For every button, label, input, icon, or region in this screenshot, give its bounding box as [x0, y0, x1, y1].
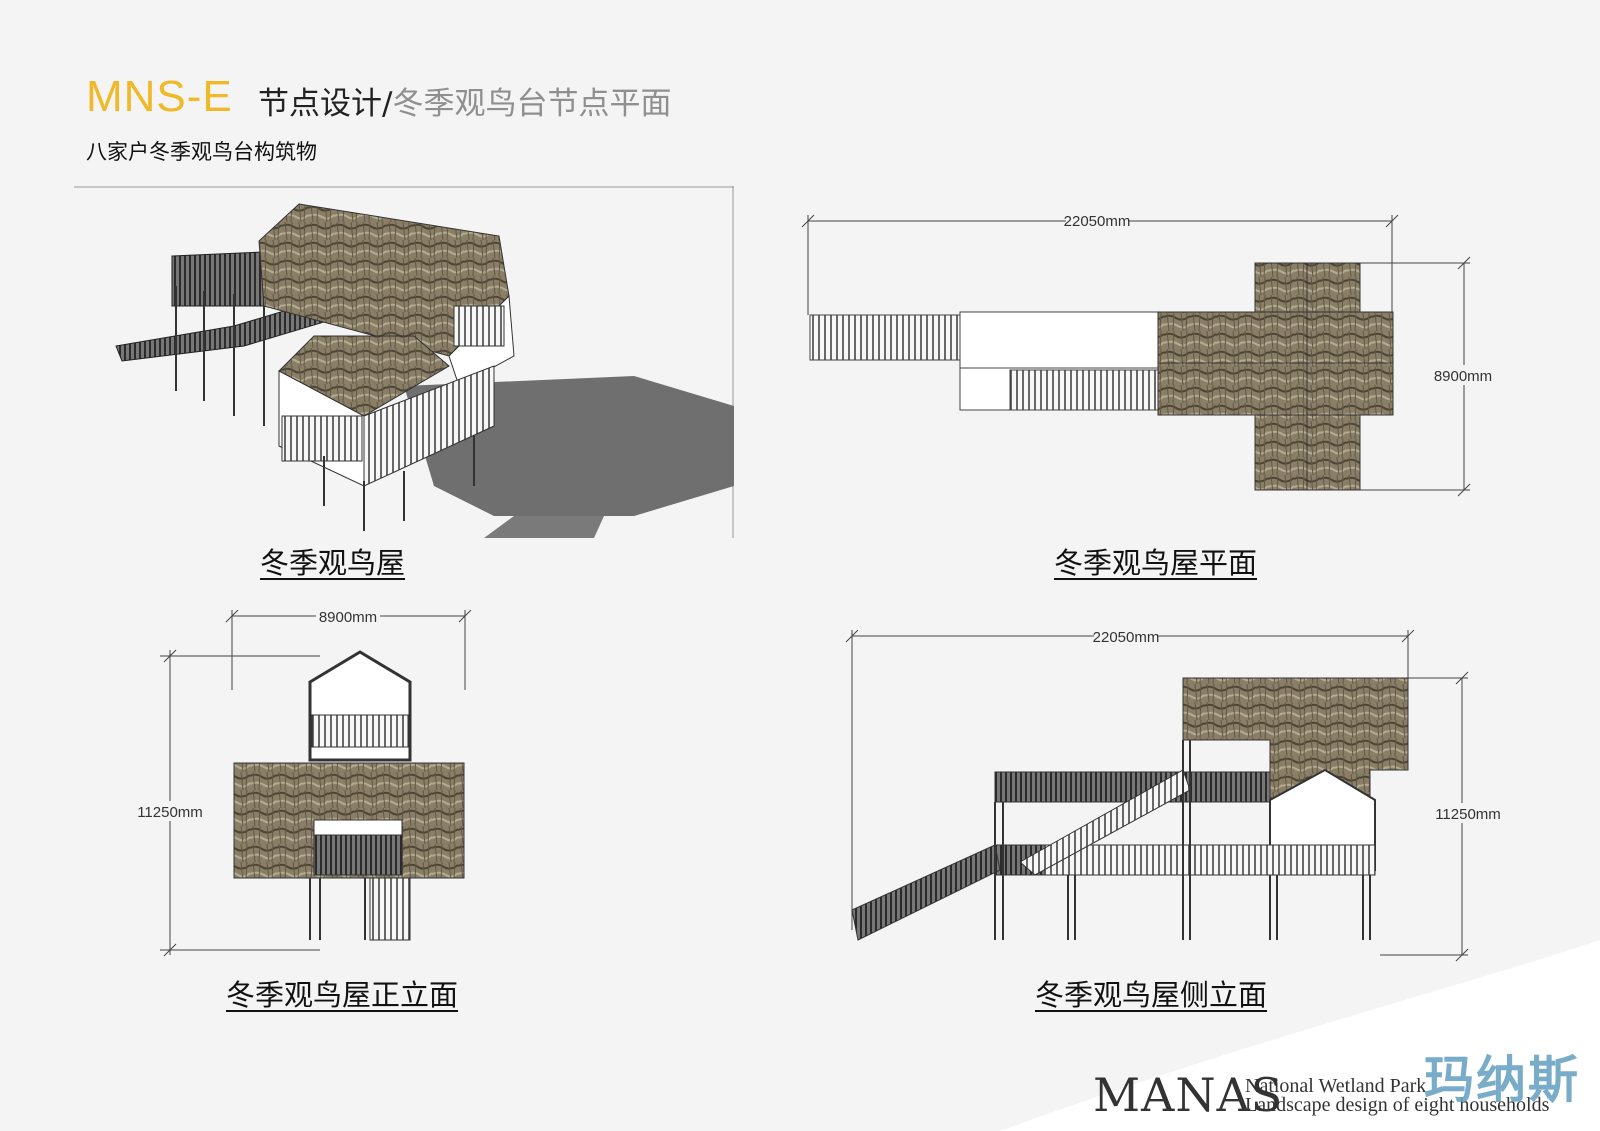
title-sub: 冬季观鸟台节点平面 [392, 86, 672, 122]
front-height-label: 11250mm [137, 804, 203, 821]
side-height-label: 11250mm [1435, 806, 1501, 823]
side-elevation-drawing: 22050mm 11250mm [845, 630, 1510, 962]
logo-line2: Landscape design of eight households [1245, 1094, 1550, 1116]
side-width-label: 22050mm [1093, 630, 1160, 646]
title-main: 节点设计/ [258, 86, 393, 122]
side-upper-rail [994, 771, 1271, 803]
front-elevation-drawing: 8900mm 11250mm [126, 610, 472, 957]
front-width-label: 8900mm [319, 610, 377, 626]
front-railing [311, 714, 409, 748]
plan-drawing: 22050mm 8900mm [801, 211, 1496, 497]
perspective-caption: 冬季观鸟屋 [260, 546, 406, 580]
side-caption: 冬季观鸟屋侧立面 [1035, 978, 1268, 1012]
logo-line1: National Wetland Park [1245, 1075, 1427, 1097]
perspective-drawing [74, 186, 734, 538]
logo-chinese-calligraphy: 玛纳斯 [1424, 1050, 1580, 1109]
project-code: MNS-E [86, 72, 233, 121]
page-title: 节点设计/冬季观鸟台节点平面 [258, 78, 671, 123]
side-ramp-lower [851, 844, 1001, 941]
plan-walkway [809, 314, 961, 361]
logo-wordmark: MANAS [1093, 1068, 1284, 1122]
front-caption: 冬季观鸟屋正立面 [226, 978, 459, 1012]
page-subtitle: 八家户冬季观鸟台构筑物 [86, 140, 317, 164]
front-stair [369, 877, 411, 941]
plan-width-label: 22050mm [1064, 213, 1131, 230]
plan-depth-label: 8900mm [1434, 368, 1492, 385]
plan-caption: 冬季观鸟屋平面 [1054, 546, 1258, 580]
